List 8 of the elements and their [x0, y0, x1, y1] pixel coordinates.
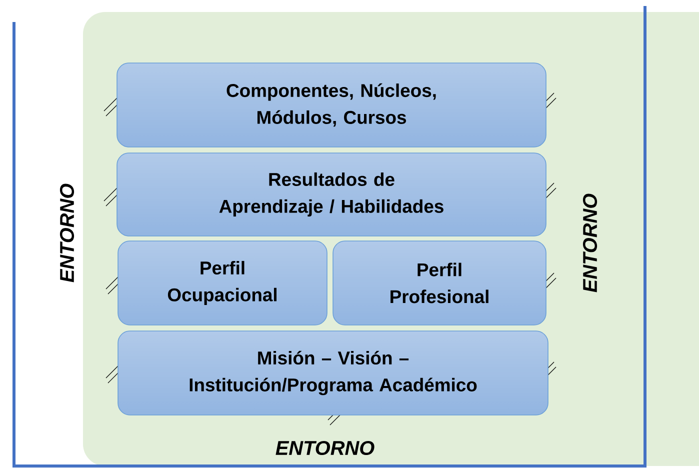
side-label: ENTORNO: [582, 194, 598, 292]
side-label: ENTORNO: [276, 440, 374, 456]
text-box: Perfil Ocupacional: [118, 240, 328, 326]
side-label: ENTORNO: [60, 184, 74, 282]
text-box: Perfil Profesional: [332, 240, 546, 326]
text-box: Resultados de Aprendizaje / Habilidades: [116, 152, 546, 236]
text-box: Misión – Visión – Institución/Programa Académico: [118, 330, 548, 416]
text-box: Componentes, Núcleos, Módulos, Cursos: [116, 62, 546, 148]
